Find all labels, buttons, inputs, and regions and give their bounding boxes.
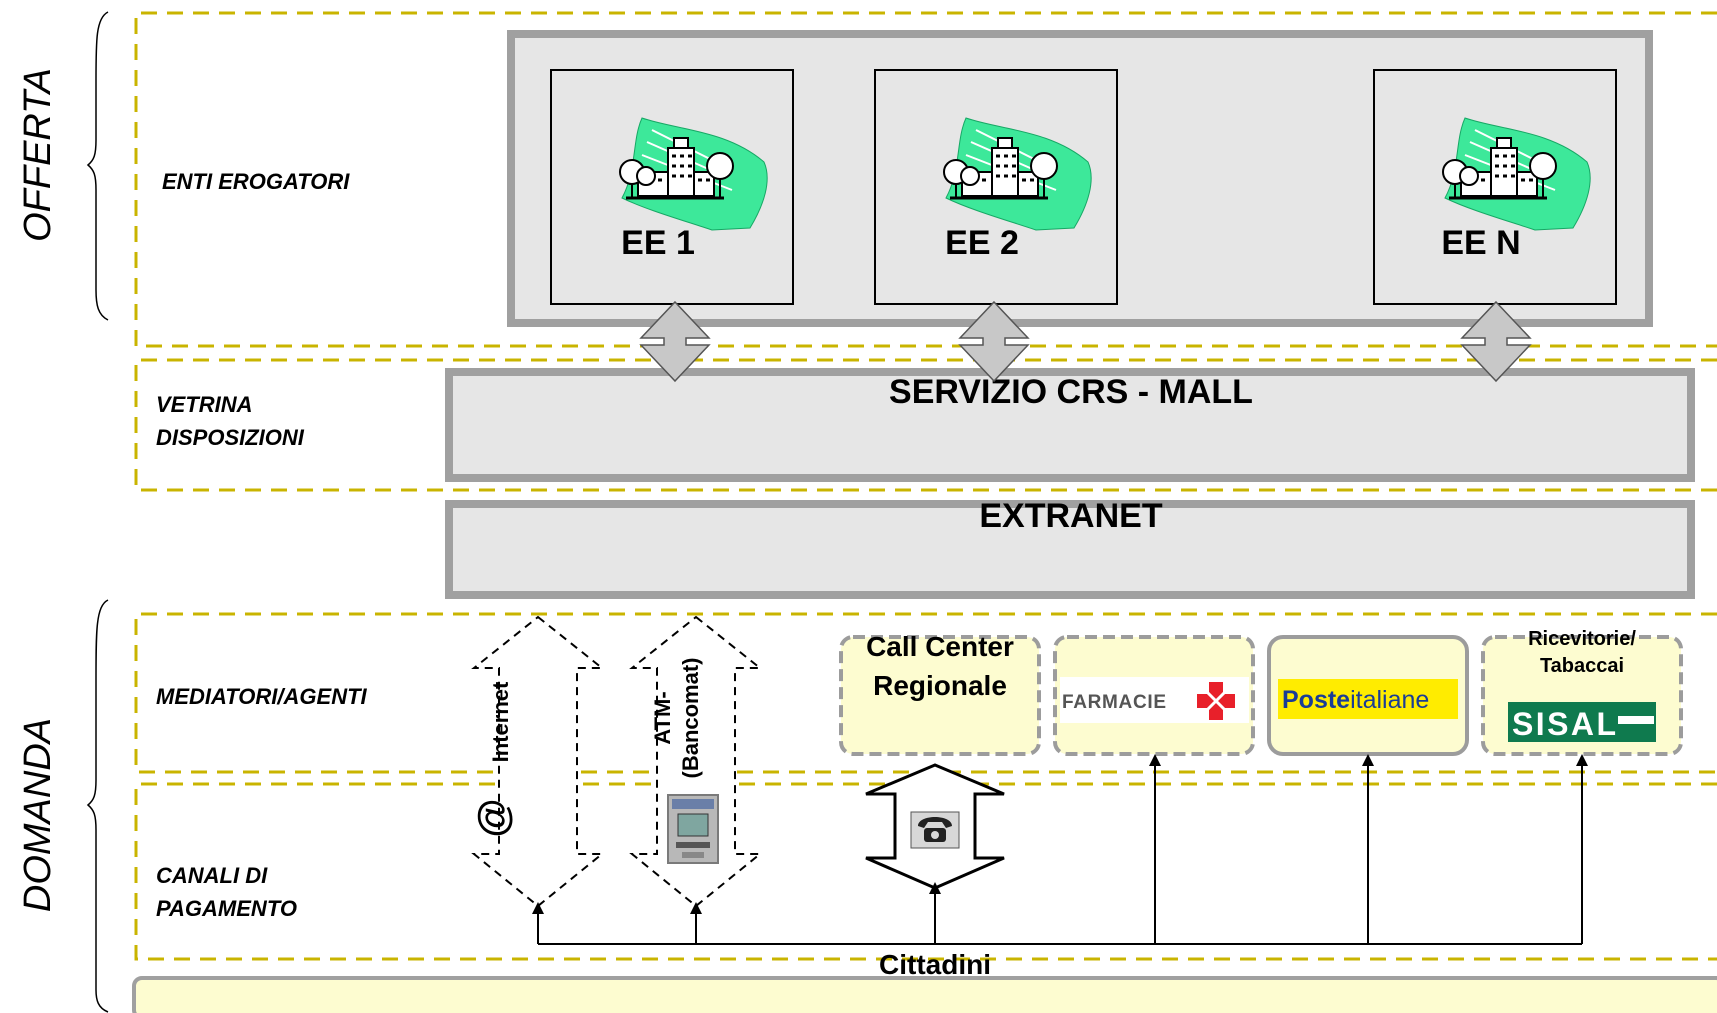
farmacie-logo: FARMACIE [1060,677,1249,723]
crs-mall-label: SERVIZIO CRS - MALL [889,373,1253,411]
extranet-label: EXTRANET [979,497,1162,535]
cittadini-label: Cittadini [879,949,991,980]
layer-label-vetrina: VETRINA [156,392,253,417]
extranet-panel [445,500,1695,599]
internet-label: Internet [488,681,513,762]
internet-channel-arrow[interactable]: Internet @ [471,615,605,908]
provider-box-ee1[interactable]: EE 1 [550,69,794,305]
offerta-label: OFFERTA [17,68,59,242]
sisal-logo: SISAL [1508,702,1656,742]
call-center-label-2: Regionale [873,670,1007,701]
connector-lines [537,762,1583,945]
domanda-label: DOMANDA [17,718,59,912]
atm-label-2: (Bancomat) [678,657,703,778]
atm-machine-icon [667,794,719,864]
poste-italiane-text: Posteitaliane [1282,686,1429,714]
layer-label-mediatori: MEDIATORI/AGENTI [156,684,368,709]
offerta-brace [86,11,109,321]
atm-label-1: ATM- [650,691,675,744]
domanda-brace [86,599,109,1013]
layer-label-pagamento: PAGAMENTO [156,896,297,921]
farmacie-box[interactable]: FARMACIE [1053,635,1255,756]
layer-label-enti: ENTI EROGATORI [162,169,350,194]
phone-channel-arrow[interactable] [865,763,1005,890]
pharmacy-cross-icon [1197,682,1235,720]
provider-label: EE 1 [621,224,695,262]
layer-label-canali: CANALI DI [156,863,268,888]
provider-box-ee2[interactable]: EE 2 [874,69,1118,305]
poste-italiane-logo: Posteitaliane [1278,679,1458,719]
crs-mall-panel [445,368,1695,482]
ricevitorie-label-1: Ricevitorie/ [1528,628,1636,650]
layer-label-disposizioni: DISPOSIZIONI [156,425,305,450]
ricevitorie-box[interactable]: Ricevitorie/ Tabaccai SISAL [1481,628,1683,756]
farmacie-text: FARMACIE [1062,692,1166,713]
double-arrow-ee2-mall [958,300,1030,383]
provider-label: EE 2 [945,224,1019,262]
provider-box-een[interactable]: EE N [1373,69,1617,305]
poste-italiane-box[interactable]: Posteitaliane [1267,635,1469,756]
sisal-text: SISAL [1512,706,1616,742]
double-arrow-een-mall [1460,300,1532,383]
provider-label: EE N [1441,224,1520,262]
telephone-icon [910,811,960,849]
ricevitorie-label-2: Tabaccai [1540,655,1624,677]
double-arrow-ee1-mall [639,300,711,383]
call-center-label-1: Call Center [866,631,1014,662]
connector-arrowheads [532,754,1588,914]
atm-channel-arrow[interactable]: ATM- (Bancomat) [629,615,763,908]
cittadini-bar [132,976,1717,1013]
call-center-box[interactable]: Call Center Regionale [839,631,1041,756]
at-icon: @ [471,798,515,837]
